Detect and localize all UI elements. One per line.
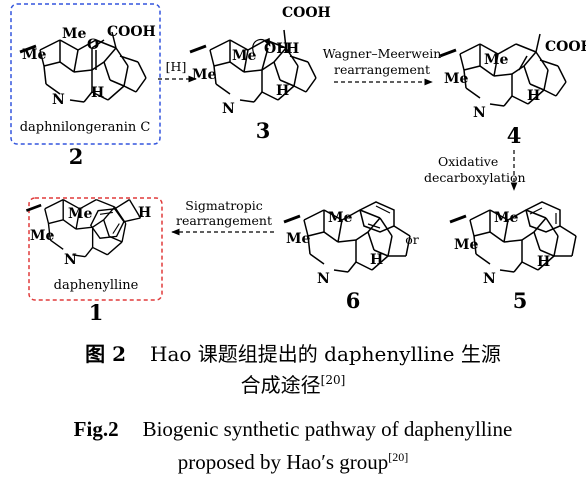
atom-me: Me xyxy=(68,206,92,222)
arrow-ox-label-line1: Oxidative xyxy=(438,154,498,169)
caption-en-title-cont: proposed by Hao′s group xyxy=(177,450,389,474)
structure-compound-3 xyxy=(188,29,317,104)
structure-compound-4 xyxy=(438,33,567,108)
atom-cooh: COOH xyxy=(282,5,331,21)
atom-hydrogen: H xyxy=(276,83,289,99)
atom-hydrogen: H xyxy=(527,88,540,104)
caption-cn-line2: 合成途径[20] xyxy=(0,373,586,397)
atom-me: Me xyxy=(484,52,508,68)
atom-oxygen: O xyxy=(87,37,99,53)
atom-cooh: COOH xyxy=(107,24,156,40)
atom-hydroxyl: OH xyxy=(264,41,289,57)
atom-me: Me xyxy=(286,231,310,247)
compound-2-number: 2 xyxy=(69,144,84,169)
highlight-box-red xyxy=(28,197,163,301)
structure-compound-2 xyxy=(18,31,147,104)
compound-1-name: daphenylline xyxy=(54,278,139,293)
compound-2-name: daphnilongeranin C xyxy=(20,120,151,135)
atom-me: Me xyxy=(494,210,518,226)
atom-nitrogen: N xyxy=(222,101,235,117)
scheme-diagram: Me Me O COOH H N daphnilongeranin C 2 [H… xyxy=(10,3,586,325)
atom-cooh: COOH xyxy=(545,39,586,55)
compound-3-number: 3 xyxy=(256,118,271,143)
caption-cn-line1: 图 2 Hao 课题组提出的 daphenylline 生源 xyxy=(0,342,586,366)
atom-me: Me xyxy=(232,48,256,64)
caption-en-title: Biogenic synthetic pathway of daphenylli… xyxy=(142,417,513,441)
atom-hydrogen: H xyxy=(286,41,299,57)
atom-hydrogen: H xyxy=(537,254,550,270)
compound-4-number: 4 xyxy=(507,123,522,148)
atom-me: Me xyxy=(444,71,468,87)
atom-hydrogen: H xyxy=(91,85,104,101)
caption-en-line2: proposed by Hao′s group[20] xyxy=(0,450,586,475)
arrow-wm-label-line2: rearrangement xyxy=(334,62,430,77)
caption-en-fig-label: Fig.2 xyxy=(73,417,119,441)
arrow-wm-label-line1: Wagner–Meerwein xyxy=(323,46,442,61)
caption-cn-title-cont: 合成途径 xyxy=(240,373,321,397)
arrow-sig-label-line2: rearrangement xyxy=(176,213,272,228)
arrow-sig-label-line1: Sigmatropic xyxy=(185,198,262,213)
atom-me: Me xyxy=(30,228,54,244)
compound-6-number: 6 xyxy=(346,288,361,313)
caption-cn-fig-label: 图 2 xyxy=(85,342,127,366)
atom-nitrogen: N xyxy=(483,271,496,287)
atom-nitrogen: N xyxy=(473,105,486,121)
compound-5-number: 5 xyxy=(513,288,528,313)
structure-compound-5 xyxy=(448,201,577,274)
atom-hydrogen: H xyxy=(138,205,151,221)
atom-hydrogen: H xyxy=(370,252,383,268)
compound-1-number: 1 xyxy=(89,300,104,325)
highlight-box-blue xyxy=(10,3,161,145)
atom-me: Me xyxy=(454,237,478,253)
atom-nitrogen: N xyxy=(64,252,77,268)
structure-compound-6 xyxy=(282,201,411,274)
caption-cn-title: Hao 课题组提出的 daphenylline 生源 xyxy=(150,342,501,366)
structure-compound-1 xyxy=(25,198,142,259)
atom-me: Me xyxy=(22,47,46,63)
caption-en-line1: Fig.2 Biogenic synthetic pathway of daphe… xyxy=(0,417,586,442)
atom-me: Me xyxy=(62,26,86,42)
atom-me: Me xyxy=(328,210,352,226)
atom-nitrogen: N xyxy=(317,271,330,287)
atom-me: Me xyxy=(192,67,216,83)
caption-en-ref: [20] xyxy=(388,450,409,464)
atom-nitrogen: N xyxy=(52,92,65,108)
caption-cn-ref: [20] xyxy=(320,373,346,387)
arrow-reduction-label: [H] xyxy=(166,59,187,74)
arrow-ox-label-line2: decarboxylation xyxy=(424,170,526,185)
